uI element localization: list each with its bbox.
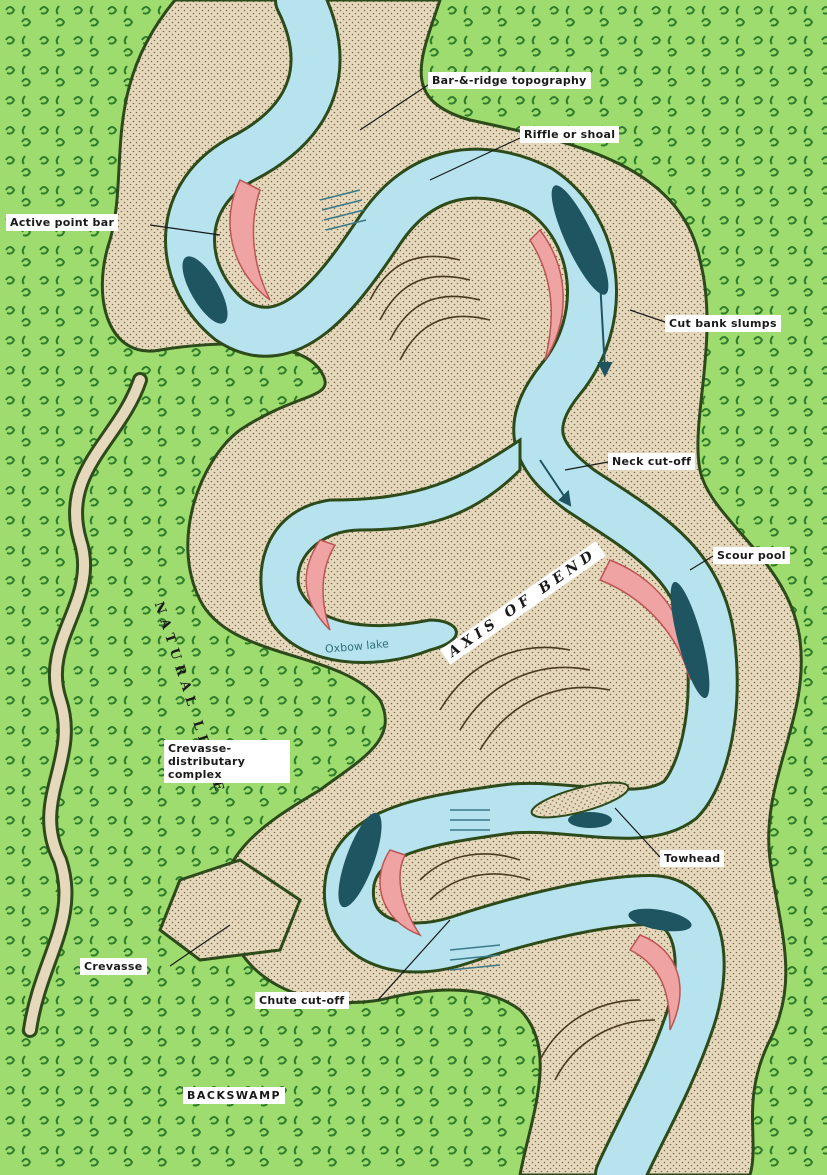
label-riffle: Riffle or shoal xyxy=(520,126,619,143)
label-neck-cutoff: Neck cut-off xyxy=(608,453,695,470)
label-cut-bank: Cut bank slumps xyxy=(665,315,781,332)
label-bar-ridge: Bar-&-ridge topography xyxy=(428,72,591,89)
label-backswamp: BACKSWAMP xyxy=(183,1087,285,1104)
label-crevasse: Crevasse xyxy=(80,958,147,975)
label-scour-pool: Scour pool xyxy=(713,547,790,564)
label-towhead: Towhead xyxy=(660,850,724,867)
label-active-point-bar: Active point bar xyxy=(6,214,118,231)
label-chute-cutoff: Chute cut-off xyxy=(255,992,349,1009)
label-crevasse-complex: Crevasse-distributary complex xyxy=(164,740,290,783)
